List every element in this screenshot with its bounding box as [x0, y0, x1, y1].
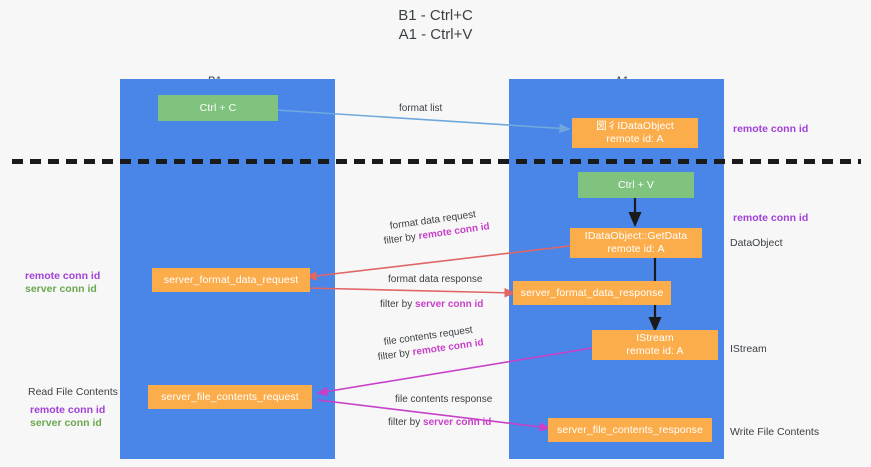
annotation-right-remote-conn-id-1: remote conn id — [733, 123, 809, 135]
diagram-title: B1 - Ctrl+C A1 - Ctrl+V — [398, 7, 473, 43]
box-idataobject-getdata[interactable]: IDataObject::GetData remote id: A — [570, 228, 702, 258]
annotation-left-remote-conn-id-1: remote conn id — [25, 270, 101, 282]
edge-label-file-contents-response: file contents response — [395, 394, 493, 405]
box-ctrl-c[interactable]: Ctrl + C — [158, 95, 278, 121]
annotation-left-server-conn-id-2: server conn id — [30, 417, 102, 429]
edge-label-file-contents-response-filter: filter by server conn id — [388, 415, 491, 430]
arrow-format-data-response — [306, 287, 516, 298]
edge-label-filter-key: server conn id — [415, 299, 484, 310]
box-server-file-contents-response[interactable]: server_file_contents_response — [548, 418, 712, 442]
annotation-right-write-file-contents: Write File Contents — [730, 426, 820, 438]
annotation-left-read-file-contents: Read File Contents — [28, 386, 118, 398]
annotation-right-remote-conn-id-2: remote conn id — [733, 212, 809, 224]
edge-label-filter-prefix: filter by — [380, 299, 416, 310]
edge-label-format-data-response-filter: filter by server conn id — [380, 297, 483, 312]
box-ctrl-v[interactable]: Ctrl + V — [578, 172, 694, 198]
annotation-left-server-conn-id-1: server conn id — [25, 283, 97, 295]
box-server-format-data-response[interactable]: server_format_data_response — [513, 281, 671, 305]
edge-label-filter-prefix: filter by — [383, 231, 420, 248]
edge-label-filter-prefix: filter by — [388, 417, 424, 428]
edge-label-filter-prefix: filter by — [377, 347, 414, 364]
annotation-right-dataobject: DataObject — [730, 237, 783, 249]
annotation-right-istream: IStream — [730, 343, 767, 355]
box-server-format-data-request[interactable]: server_format_data_request — [152, 268, 310, 292]
separator-dashed-line — [12, 159, 861, 164]
edge-label-filter-key: server conn id — [423, 417, 492, 428]
box-idataobject-top[interactable]: 圀⼻IDataObject remote id: A — [572, 118, 698, 148]
box-istream[interactable]: IStream remote id: A — [592, 330, 718, 360]
edge-label-format-list: format list — [399, 103, 443, 114]
annotation-left-remote-conn-id-2: remote conn id — [30, 404, 106, 416]
edge-label-format-data-response: format data response — [388, 274, 483, 285]
box-server-file-contents-request[interactable]: server_file_contents_request — [148, 385, 312, 409]
